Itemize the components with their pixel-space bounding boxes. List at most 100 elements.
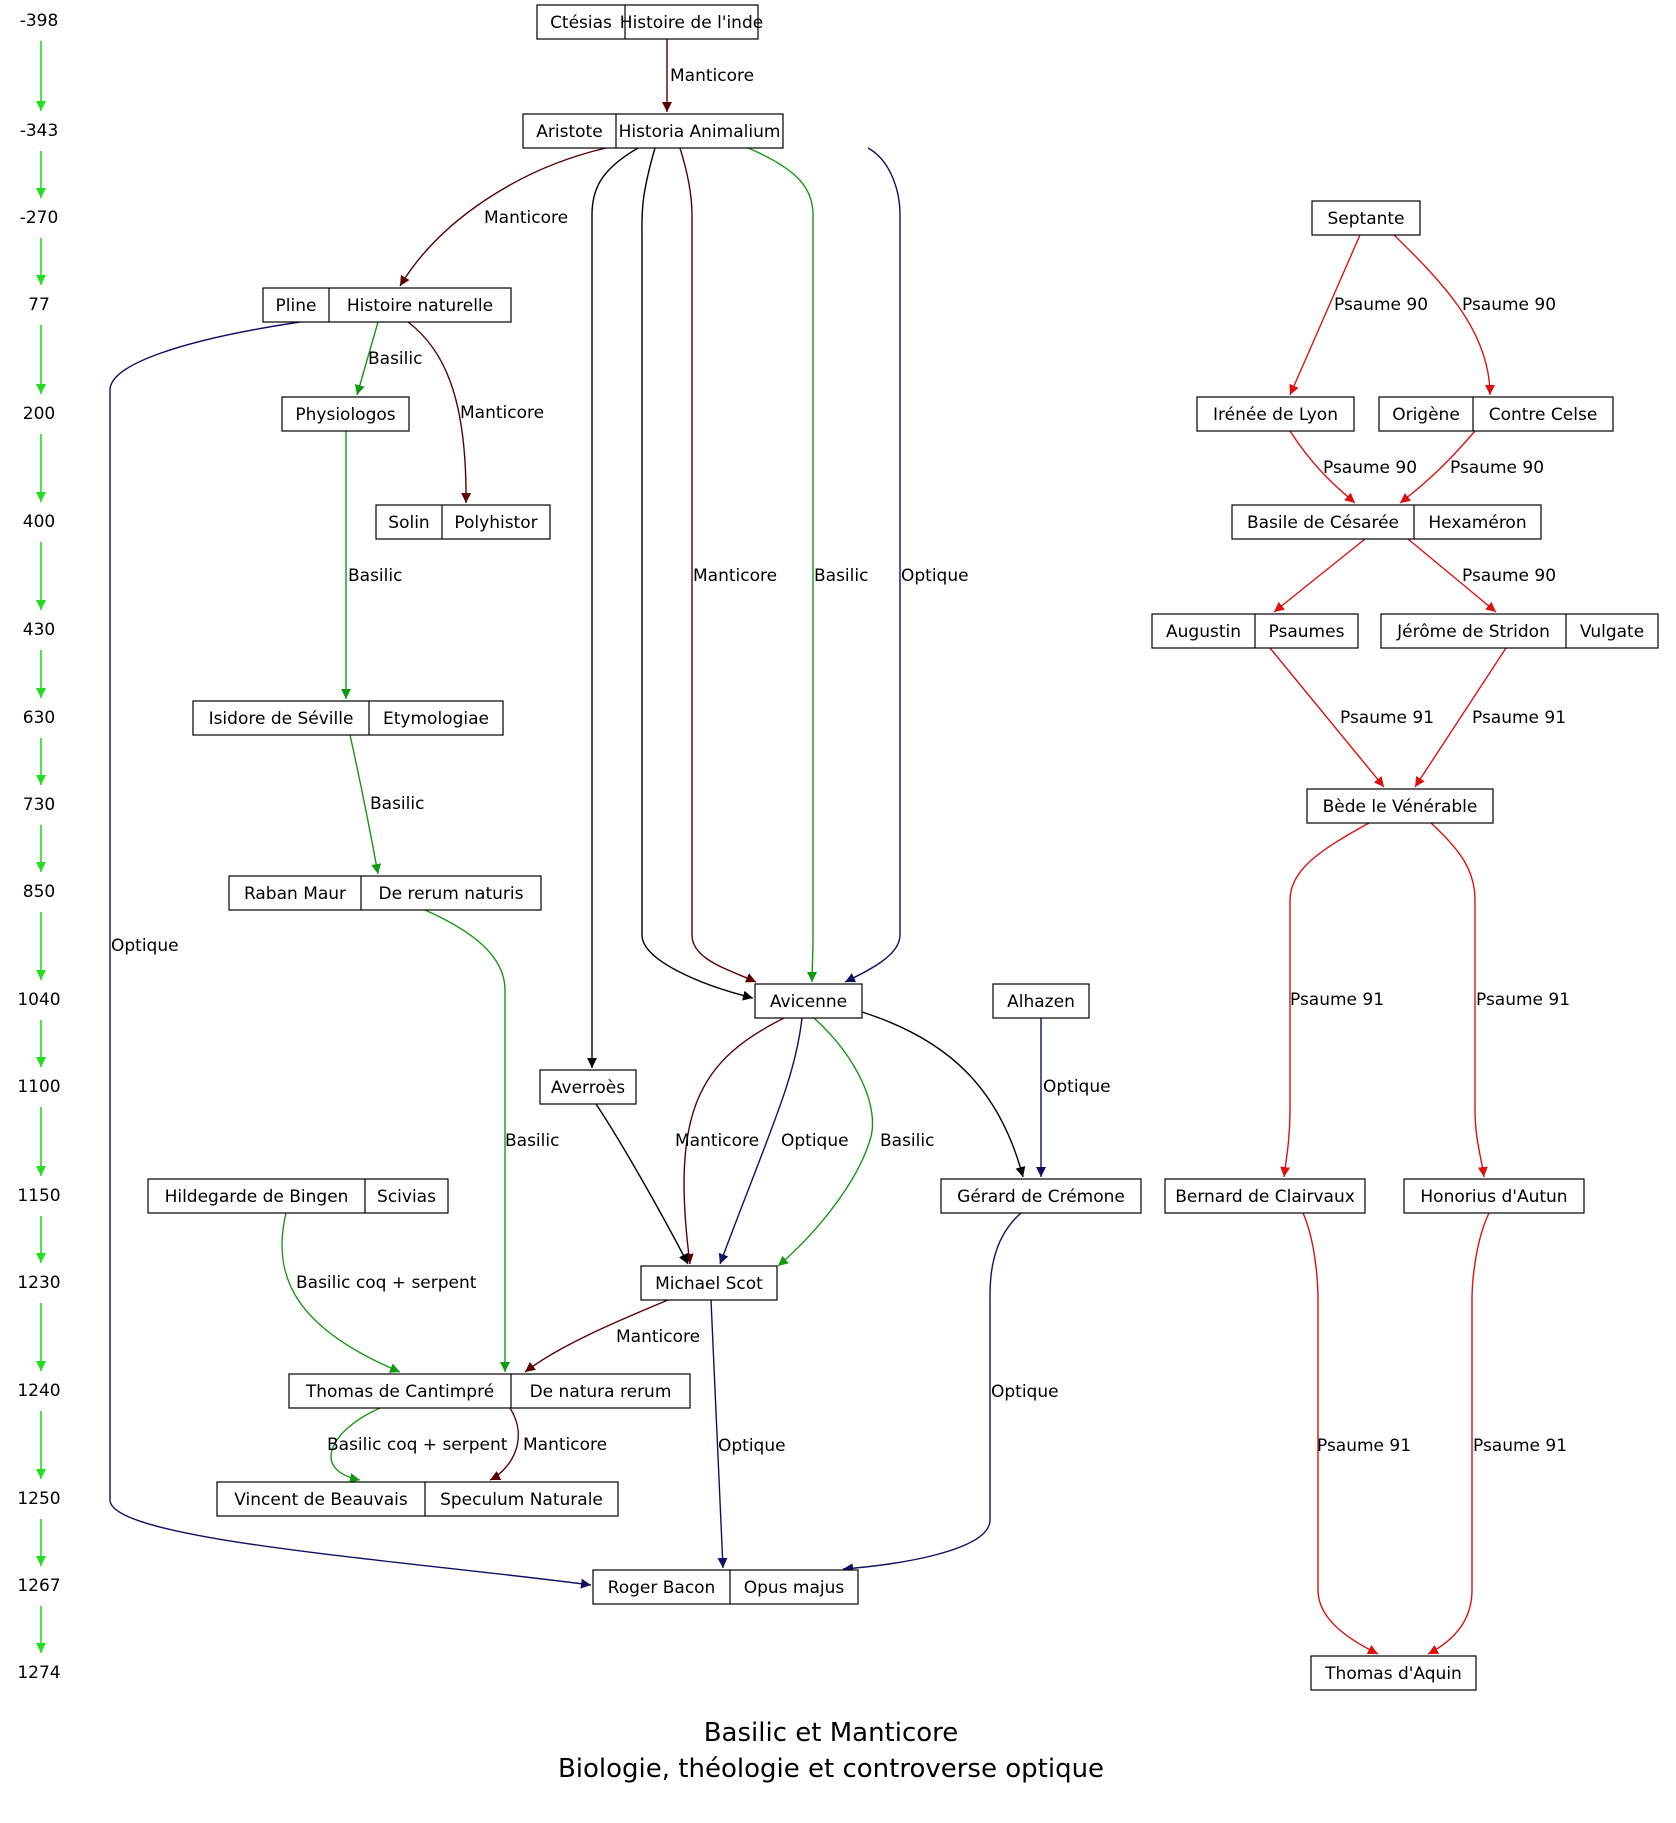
node-box: [522, 113, 784, 149]
timeline-year: 1240: [17, 1381, 60, 1401]
node-author: Roger Bacon: [608, 1578, 716, 1598]
edge-label: Basilic: [814, 566, 868, 586]
timeline-year: 730: [23, 795, 55, 815]
edge-label: Optique: [1043, 1077, 1111, 1097]
node-author: Averroès: [551, 1078, 625, 1098]
edge-aristote-to-avicenne: [641, 147, 754, 1001]
node-work: Vulgate: [1580, 622, 1644, 642]
edge-label: Optique: [781, 1131, 849, 1151]
edge-label: Manticore: [523, 1435, 607, 1455]
node-work: Histoire de l'inde: [620, 13, 763, 33]
node-author: Physiologos: [295, 405, 395, 425]
node-box: [536, 4, 759, 40]
edge-jerome-to-bede: [1414, 647, 1507, 788]
node-box: [288, 1373, 691, 1409]
edge-label: Basilic coq + serpent: [327, 1435, 508, 1455]
edge-basile-to-augustin: [1273, 538, 1366, 613]
node-box: [375, 504, 551, 540]
timeline-year: 1250: [17, 1489, 60, 1509]
node-work: Etymologiae: [383, 709, 489, 729]
node-author: Ctésias: [550, 13, 612, 33]
node-michael: Michael Scot: [640, 1265, 778, 1301]
edge-avicenne-to-michael: [777, 1017, 874, 1267]
node-box: [216, 1481, 619, 1517]
edge-septante-to-irenee: [1289, 234, 1361, 396]
edge-aristote-to-avicenne: [844, 147, 901, 983]
edge-label: Manticore: [460, 403, 544, 423]
edge-augustin-to-bede: [1269, 647, 1385, 788]
edge-aristote-to-pline: [399, 147, 607, 287]
node-author: Solin: [388, 513, 429, 533]
timeline-year: 1267: [17, 1576, 60, 1596]
edge-avicenne-to-michael: [683, 1017, 785, 1265]
node-physiologos: Physiologos: [281, 396, 410, 432]
timeline-year: -343: [20, 121, 59, 141]
node-augustin: Augustin Psaumes: [1151, 613, 1359, 649]
node-work: Psaumes: [1269, 622, 1345, 642]
node-box: [1231, 504, 1542, 540]
node-author: Isidore de Séville: [209, 709, 354, 729]
edge-basile-to-jerome: [1407, 538, 1497, 613]
node-work: Contre Celse: [1489, 405, 1598, 425]
node-box: [1196, 396, 1355, 432]
node-avicenne: Avicenne: [754, 983, 863, 1019]
edge-label: Optique: [111, 936, 179, 956]
node-jerome: Jérôme de Stridon Vulgate: [1380, 613, 1659, 649]
node-isidore: Isidore de Séville Etymologiae: [192, 700, 504, 736]
node-author: Jérôme de Stridon: [1396, 622, 1550, 642]
edge-label: Manticore: [675, 1131, 759, 1151]
edge-pline-to-physiologos: [354, 321, 379, 396]
edge-michael-to-roger: [710, 1299, 728, 1569]
edge-raban-to-thomas-c: [424, 909, 510, 1372]
node-work: Histoire naturelle: [347, 296, 493, 316]
edge-bede-to-honorius: [1430, 822, 1488, 1178]
node-ctesias: Ctésias Histoire de l'inde: [536, 4, 763, 40]
node-author: Bède le Vénérable: [1323, 797, 1478, 817]
edge-pline-to-solin: [407, 321, 472, 504]
node-author: Raban Maur: [244, 884, 346, 904]
node-author: Gérard de Crémone: [957, 1187, 1125, 1207]
timeline-year: 200: [23, 404, 55, 424]
edge-label: Optique: [991, 1382, 1059, 1402]
edge-label: Basilic: [348, 566, 402, 586]
edge-label: Psaume 91: [1472, 708, 1566, 728]
node-author: Aristote: [536, 122, 602, 142]
edge-avicenne-to-gerard: [861, 1011, 1026, 1178]
edge-thomas-c-to-vincent: [489, 1407, 519, 1481]
node-work: Scivias: [377, 1187, 436, 1207]
edge-avicenne-to-michael: [718, 1017, 803, 1265]
edge-label: Manticore: [693, 566, 777, 586]
node-author: Vincent de Beauvais: [234, 1490, 408, 1510]
node-box: [592, 1569, 859, 1605]
timeline-year: 630: [23, 708, 55, 728]
timeline-year: 400: [23, 512, 55, 532]
node-box: [192, 700, 504, 736]
node-author: Honorius d'Autun: [1420, 1187, 1567, 1207]
node-box: [1164, 1178, 1366, 1214]
node-author: Hildegarde de Bingen: [165, 1187, 349, 1207]
node-bernard: Bernard de Clairvaux: [1164, 1178, 1366, 1214]
timeline-year: 430: [23, 620, 55, 640]
node-box: [1310, 1655, 1477, 1691]
edges: [109, 39, 1507, 1655]
edge-aristote-to-avicenne: [679, 147, 757, 983]
edge-label: Manticore: [616, 1327, 700, 1347]
node-author: Avicenne: [770, 992, 847, 1012]
node-irenee: Irénée de Lyon: [1196, 396, 1355, 432]
timeline-year: 1230: [17, 1273, 60, 1293]
diagram-title: Basilic et Manticore: [704, 1718, 959, 1748]
node-author: Augustin: [1166, 622, 1241, 642]
edge-bede-to-bernard: [1280, 822, 1370, 1178]
node-work: Historia Animalium: [619, 122, 781, 142]
timeline-year: -398: [20, 11, 59, 31]
timeline-year: 1274: [17, 1663, 60, 1683]
